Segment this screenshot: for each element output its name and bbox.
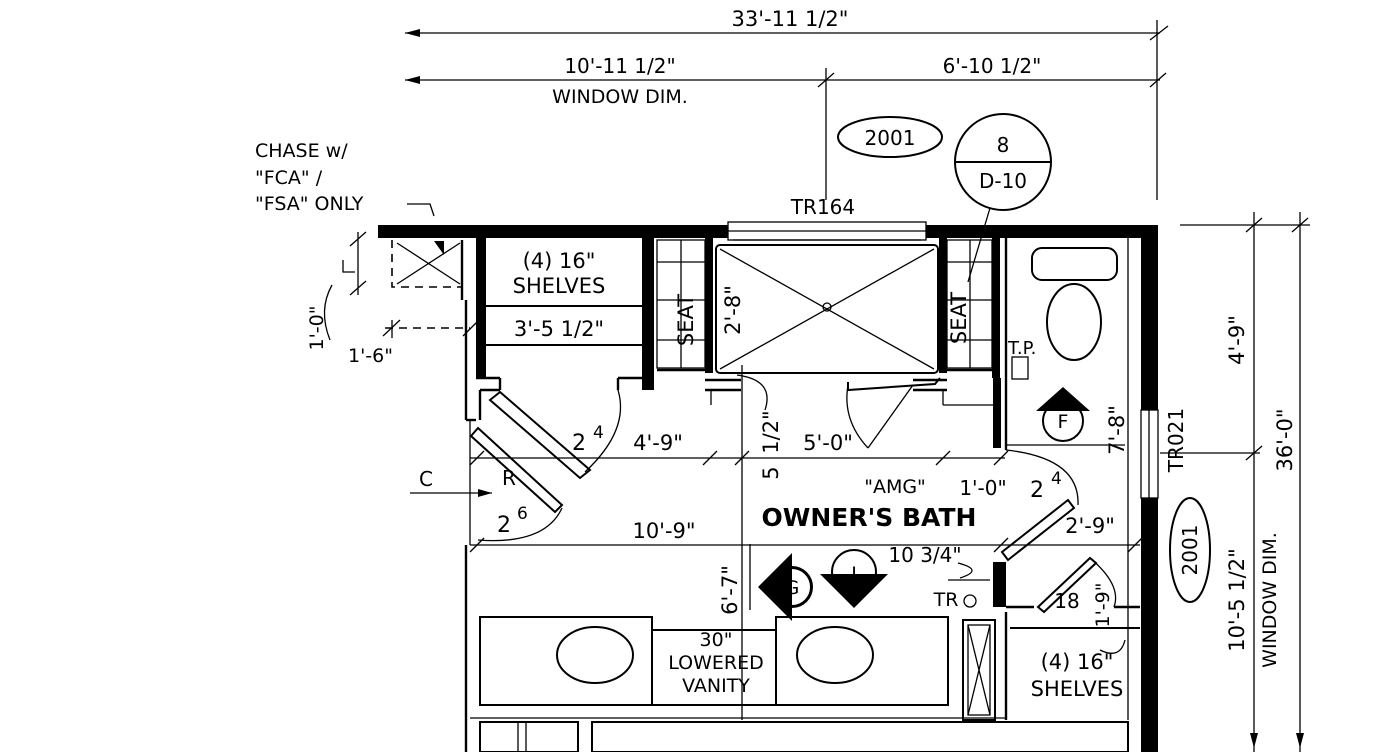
svg-text:1'-0": 1'-0" bbox=[306, 306, 328, 351]
svg-text:2: 2 bbox=[572, 431, 586, 456]
svg-text:5: 5 bbox=[759, 466, 783, 479]
svg-text:30": 30" bbox=[700, 629, 733, 651]
svg-text:SHELVES: SHELVES bbox=[513, 274, 606, 298]
svg-text:3'-5 1/2": 3'-5 1/2" bbox=[514, 317, 604, 341]
right-dimensions: 4'-9" 36'-0" 10'-5 1/2" WINDOW DIM. bbox=[1160, 212, 1310, 752]
svg-text:2001: 2001 bbox=[1178, 525, 1202, 576]
room-name: OWNER'S BATH bbox=[762, 503, 977, 532]
svg-text:2'-9": 2'-9" bbox=[1065, 514, 1115, 538]
svg-text:1/2": 1/2" bbox=[759, 410, 783, 453]
svg-text:36'-0": 36'-0" bbox=[1273, 408, 1297, 471]
svg-text:5'-0": 5'-0" bbox=[803, 431, 853, 455]
svg-text:10'-9": 10'-9" bbox=[632, 519, 695, 543]
svg-text:"FCA" /: "FCA" / bbox=[255, 167, 323, 189]
svg-text:4: 4 bbox=[593, 423, 604, 443]
fixture-tag-j: J bbox=[850, 563, 857, 585]
chase-note: CHASE w/ "FCA" / "FSA" ONLY bbox=[255, 140, 435, 217]
top-dimensions: 33'-11 1/2" 10'-11 1/2" 6'-10 1/2" WINDO… bbox=[405, 7, 1169, 200]
svg-text:T.P.: T.P. bbox=[1007, 338, 1036, 359]
svg-text:1'-6": 1'-6" bbox=[348, 345, 393, 367]
svg-text:8: 8 bbox=[997, 133, 1010, 157]
chase-dimensions: 1'-0" 1'-6" bbox=[306, 231, 480, 367]
svg-text:10'-5 1/2": 10'-5 1/2" bbox=[1225, 548, 1249, 652]
top-window-label: TR164 bbox=[790, 195, 855, 219]
svg-text:D-10: D-10 bbox=[979, 169, 1027, 193]
interior-dimensions: 4'-9" 5'-0" 10'-9" 2'-9" 1'-0" 6'-7" bbox=[469, 431, 1143, 615]
svg-text:10 3/4": 10 3/4" bbox=[888, 543, 961, 567]
window-tag-top: 2001 bbox=[837, 116, 943, 158]
svg-text:SEAT: SEAT bbox=[947, 292, 971, 344]
svg-text:SEAT: SEAT bbox=[674, 294, 698, 346]
svg-text:4: 4 bbox=[1051, 469, 1062, 489]
right-closet: 18 1'-9" (4) 16" SHELVES bbox=[962, 556, 1140, 721]
svg-text:7'-8": 7'-8" bbox=[1105, 405, 1129, 455]
entry-door: 2 6 C R bbox=[410, 420, 564, 545]
svg-text:18: 18 bbox=[1054, 589, 1079, 613]
svg-text:(4) 16": (4) 16" bbox=[1041, 650, 1114, 674]
chase-box bbox=[391, 240, 464, 300]
svg-text:2: 2 bbox=[497, 513, 511, 538]
svg-text:1'-9": 1'-9" bbox=[1092, 583, 1114, 628]
fixture-tag-f: F bbox=[1058, 411, 1069, 433]
svg-text:(4) 16": (4) 16" bbox=[523, 249, 596, 273]
svg-text:LOWERED: LOWERED bbox=[668, 652, 764, 674]
svg-text:VANITY: VANITY bbox=[682, 675, 750, 697]
svg-text:2001: 2001 bbox=[865, 126, 916, 150]
toilet-room: T.P. F 7'-8" 2 4 bbox=[1000, 238, 1129, 720]
svg-text:SHELVES: SHELVES bbox=[1031, 677, 1124, 701]
svg-text:2'-8": 2'-8" bbox=[721, 285, 745, 335]
window-tag-right: 2001 bbox=[1169, 497, 1211, 603]
fixture-tag-g: G bbox=[785, 577, 800, 599]
right-width-dim: 6'-10 1/2" bbox=[943, 54, 1042, 78]
svg-text:WINDOW DIM.: WINDOW DIM. bbox=[1259, 532, 1281, 668]
svg-text:TR: TR bbox=[933, 589, 959, 611]
right-window-label: TR021 bbox=[1164, 408, 1188, 473]
c-marker: C bbox=[419, 467, 433, 491]
vanity: 30" LOWERED VANITY G J 10 3/4" TR bbox=[464, 543, 1129, 752]
left-width-dim: 10'-11 1/2" bbox=[564, 54, 675, 78]
amg-label: "AMG" bbox=[864, 476, 926, 498]
svg-text:6'-7": 6'-7" bbox=[718, 565, 742, 615]
svg-text:"FSA" ONLY: "FSA" ONLY bbox=[255, 193, 364, 215]
svg-text:6: 6 bbox=[517, 504, 528, 524]
shower: SEAT SEAT 2'-8" 1/2" 5 bbox=[656, 238, 1001, 720]
svg-text:4'-9": 4'-9" bbox=[633, 431, 683, 455]
exterior-walls bbox=[378, 221, 1159, 752]
detail-callout: 8 D-10 bbox=[954, 113, 1052, 283]
left-closet: (4) 16" SHELVES 3'-5 1/2" 2 4 bbox=[464, 238, 654, 480]
window-dim-top-label: WINDOW DIM. bbox=[552, 86, 688, 108]
svg-text:2: 2 bbox=[1030, 478, 1044, 503]
svg-text:4'-9": 4'-9" bbox=[1225, 315, 1249, 365]
overall-width-dim: 33'-11 1/2" bbox=[732, 7, 849, 31]
r-marker: R bbox=[502, 466, 516, 490]
svg-text:1'-0": 1'-0" bbox=[959, 476, 1006, 500]
svg-text:CHASE w/: CHASE w/ bbox=[255, 140, 348, 162]
